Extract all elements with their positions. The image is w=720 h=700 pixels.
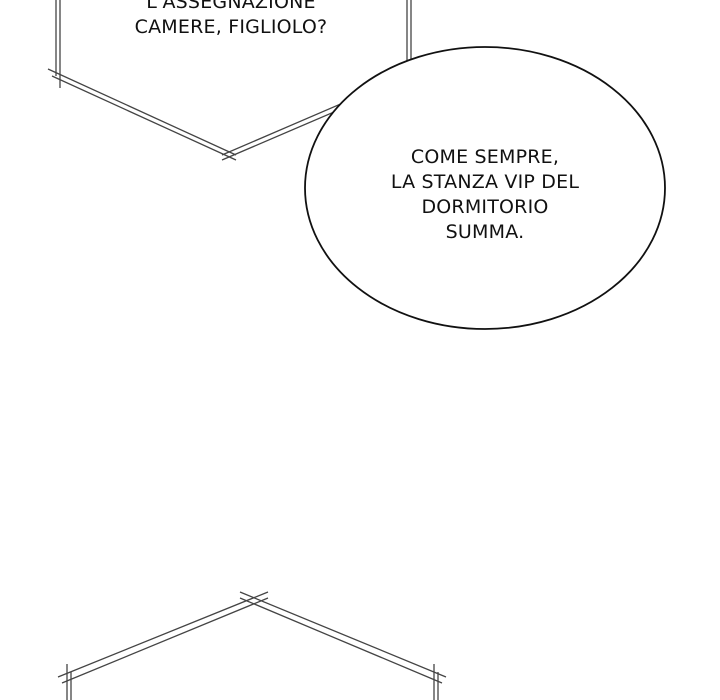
narration-text-top: L'ASSEGNAZIONE CAMERE, FIGLIOLO?	[96, 0, 366, 40]
narration-line: CAMERE, FIGLIOLO?	[134, 16, 328, 38]
speech-line: DORMITORIO	[421, 196, 549, 218]
hexagon-narration-box-bottom	[57, 591, 447, 700]
speech-bubble-text: COME SEMPRE, LA STANZA VIP DEL DORMITORI…	[355, 145, 615, 245]
hexagon-narration-box-top	[47, 0, 423, 161]
speech-line: SUMMA.	[445, 221, 525, 243]
speech-line: COME SEMPRE,	[410, 146, 560, 168]
speech-line: LA STANZA VIP DEL	[390, 171, 580, 193]
oval-speech-bubble	[304, 46, 666, 330]
narration-line: L'ASSEGNAZIONE	[146, 0, 316, 13]
